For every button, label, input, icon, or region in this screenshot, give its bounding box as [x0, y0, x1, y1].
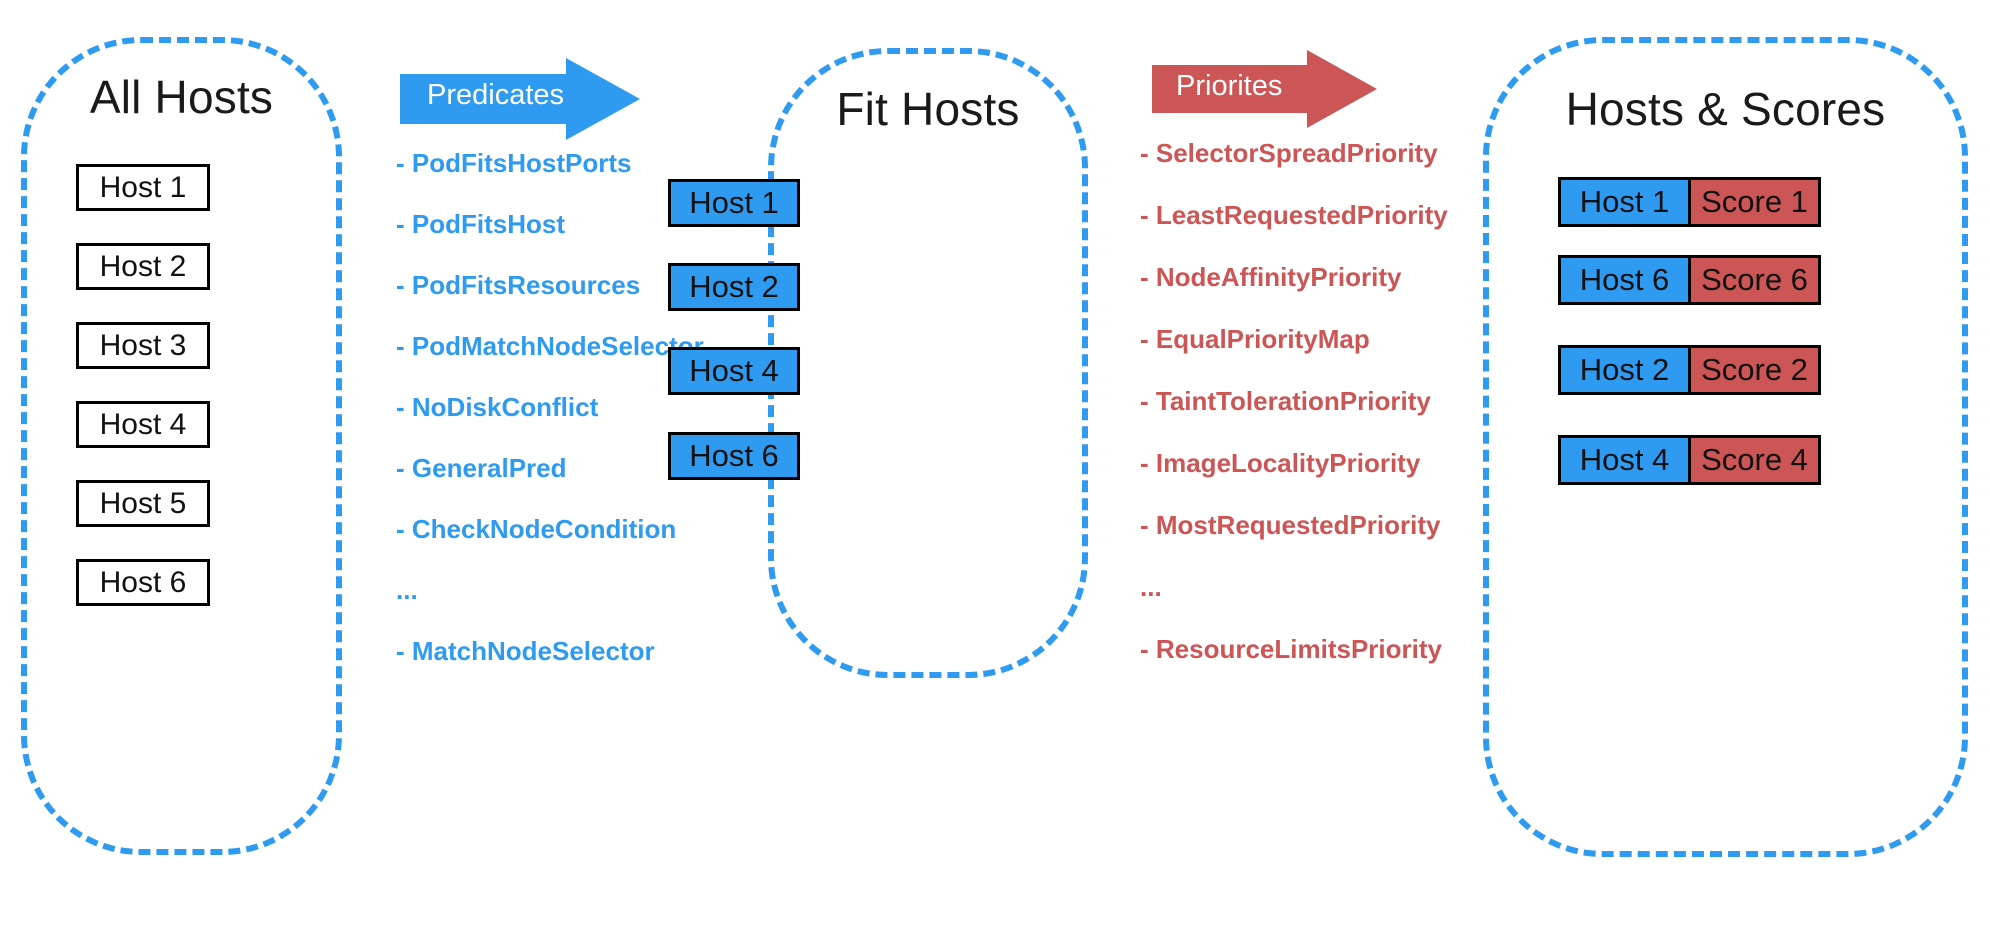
hosts-scores-row: Host 6 Score 6 — [1558, 255, 1821, 305]
fit-hosts-item-2: Host 2 — [668, 263, 800, 311]
all-hosts-box-1: Host 1 — [76, 164, 210, 211]
predicate-item: - MatchNodeSelector — [396, 636, 655, 666]
priority-item: - TaintTolerationPriority — [1140, 386, 1431, 416]
all-hosts-box-3: Host 3 — [76, 322, 210, 369]
hosts-scores-score-cell: Score 4 — [1688, 435, 1821, 485]
all-hosts-title: All Hosts — [89, 71, 274, 123]
predicate-item: - GeneralPred — [396, 453, 567, 483]
priority-item: - ImageLocalityPriority — [1140, 448, 1421, 478]
priorities-list: - SelectorSpreadPriority - LeastRequeste… — [1140, 140, 1480, 662]
predicates-arrow-label: Predicates — [427, 79, 565, 111]
hosts-scores-score-cell: Score 6 — [1688, 255, 1821, 305]
hosts-scores-host-cell: Host 1 — [1558, 177, 1691, 227]
hosts-scores-score-cell: Score 1 — [1688, 177, 1821, 227]
hosts-scores-row: Host 4 Score 4 — [1558, 435, 1821, 485]
fit-hosts-item-4: Host 6 — [668, 432, 800, 480]
hosts-scores-score-cell: Score 2 — [1688, 345, 1821, 395]
priorities-arrow: Priorites — [1152, 50, 1377, 128]
predicate-item: - PodMatchNodeSelector — [396, 331, 704, 361]
hosts-scores-container — [1483, 37, 1968, 857]
hosts-scores-row: Host 2 Score 2 — [1558, 345, 1821, 395]
predicate-item: - PodFitsResources — [396, 270, 641, 300]
fit-hosts-item-3: Host 4 — [668, 347, 800, 395]
all-hosts-box-4: Host 4 — [76, 401, 210, 448]
priority-item: - EqualPriorityMap — [1140, 324, 1370, 354]
priority-item-ellipsis: ... — [1140, 572, 1162, 602]
fit-hosts-container — [768, 48, 1088, 678]
priority-item: - ResourceLimitsPriority — [1140, 634, 1442, 664]
hosts-scores-row: Host 1 Score 1 — [1558, 177, 1821, 227]
priorities-arrow-label: Priorites — [1176, 70, 1283, 102]
hosts-scores-host-cell: Host 4 — [1558, 435, 1691, 485]
all-hosts-container — [21, 37, 342, 855]
predicate-item: - PodFitsHostPorts — [396, 148, 632, 178]
priority-item: - LeastRequestedPriority — [1140, 200, 1448, 230]
all-hosts-box-5: Host 5 — [76, 480, 210, 527]
hosts-scores-title: Hosts & Scores — [1565, 83, 1886, 135]
fit-hosts-title: Fit Hosts — [836, 83, 1020, 135]
predicate-item: - NoDiskConflict — [396, 392, 599, 422]
predicate-item: - PodFitsHost — [396, 209, 565, 239]
priority-item: - NodeAffinityPriority — [1140, 262, 1402, 292]
all-hosts-box-2: Host 2 — [76, 243, 210, 290]
priority-item: - SelectorSpreadPriority — [1140, 138, 1438, 168]
hosts-scores-host-cell: Host 2 — [1558, 345, 1691, 395]
predicates-list: - PodFitsHostPorts - PodFitsHost - PodFi… — [396, 150, 726, 664]
predicates-arrow: Predicates — [400, 58, 640, 140]
hosts-scores-host-cell: Host 6 — [1558, 255, 1691, 305]
priority-item: - MostRequestedPriority — [1140, 510, 1441, 540]
predicate-item: - CheckNodeCondition — [396, 514, 677, 544]
predicate-item-ellipsis: ... — [396, 575, 418, 605]
all-hosts-box-6: Host 6 — [76, 559, 210, 606]
fit-hosts-item-1: Host 1 — [668, 179, 800, 227]
